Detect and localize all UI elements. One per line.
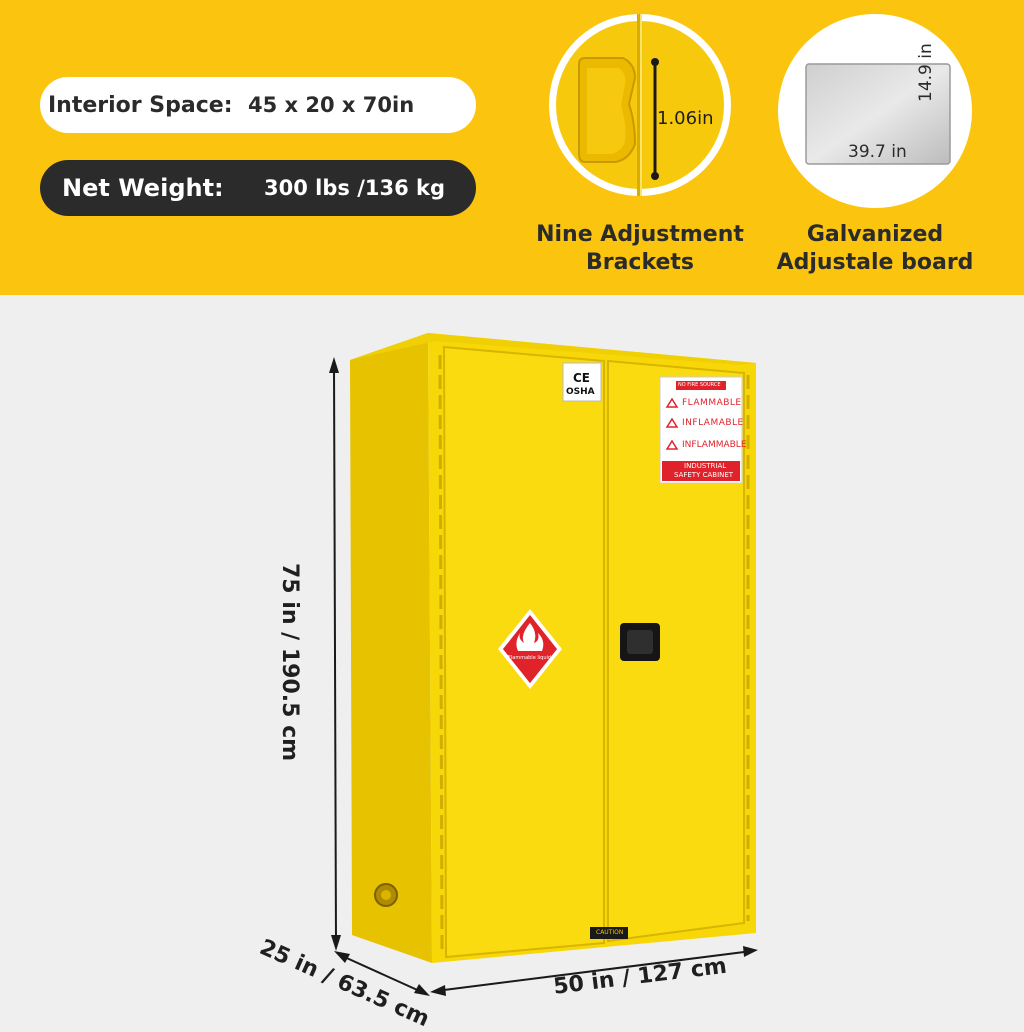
label-footer-1: INDUSTRIAL	[684, 462, 727, 470]
bracket-caption-line2: Brackets	[585, 250, 695, 275]
bracket-closeup-image	[556, 14, 724, 196]
board-height: 14.9 in	[916, 43, 936, 102]
interior-space-label: Interior Space:	[48, 92, 233, 118]
net-weight-pill: Net Weight: 300 lbs /136 kg	[40, 160, 476, 216]
height-dimension: 75 in / 190.5 cm	[277, 563, 302, 762]
board-closeup: 39.7 in 14.9 in	[778, 14, 972, 208]
interior-space-pill: Interior Space: 45 x 20 x 70in	[40, 77, 476, 133]
board-closeup-image	[805, 63, 951, 165]
interior-space-value: 45 x 20 x 70in	[248, 93, 415, 117]
label-line-2: INFLAMABLE	[682, 418, 744, 428]
cert-ce-text: CE	[573, 371, 591, 385]
cabinet-right-door	[607, 359, 745, 943]
cabinet-illustration	[329, 333, 758, 996]
spec-banner: Interior Space: 45 x 20 x 70in Net Weigh…	[0, 0, 1024, 295]
net-weight-label: Net Weight:	[62, 174, 224, 202]
bracket-caption-line1: Nine Adjustment	[536, 222, 744, 247]
caution-sticker	[590, 927, 628, 939]
cert-sticker	[562, 362, 602, 402]
label-footer-2: SAFETY CABINET	[674, 471, 734, 479]
width-dimension-line	[435, 950, 753, 992]
board-width: 39.7 in	[848, 142, 907, 162]
board-caption-line2: Adjustale board	[776, 250, 974, 275]
net-weight-value: 300 lbs /136 kg	[264, 176, 446, 200]
hazard-text: Flammable liquid	[508, 655, 552, 661]
height-dimension-line	[333, 364, 337, 946]
bracket-measure: 1.06in	[657, 108, 714, 129]
bracket-caption: Nine Adjustment Brackets	[530, 221, 750, 277]
cert-osha-text: OSHA	[566, 387, 595, 397]
depth-dimension-line	[339, 954, 425, 994]
label-line-3: INFLAMMABLE	[682, 440, 747, 450]
label-line-1: FLAMMABLE	[682, 398, 742, 408]
product-area: CE OSHA NO FIRE SOURCE FLAMMABLE INFLAMA…	[0, 295, 1024, 1032]
caution-text: CAUTION	[596, 929, 624, 936]
cabinet-side-panel	[350, 333, 432, 963]
board-caption: Galvanized Adjustale board	[770, 221, 980, 277]
flame-icon	[516, 623, 544, 651]
board-caption-line1: Galvanized	[806, 222, 944, 247]
bracket-closeup: 1.06in	[549, 14, 731, 196]
label-header-text: NO FIRE SOURCE	[678, 382, 721, 388]
